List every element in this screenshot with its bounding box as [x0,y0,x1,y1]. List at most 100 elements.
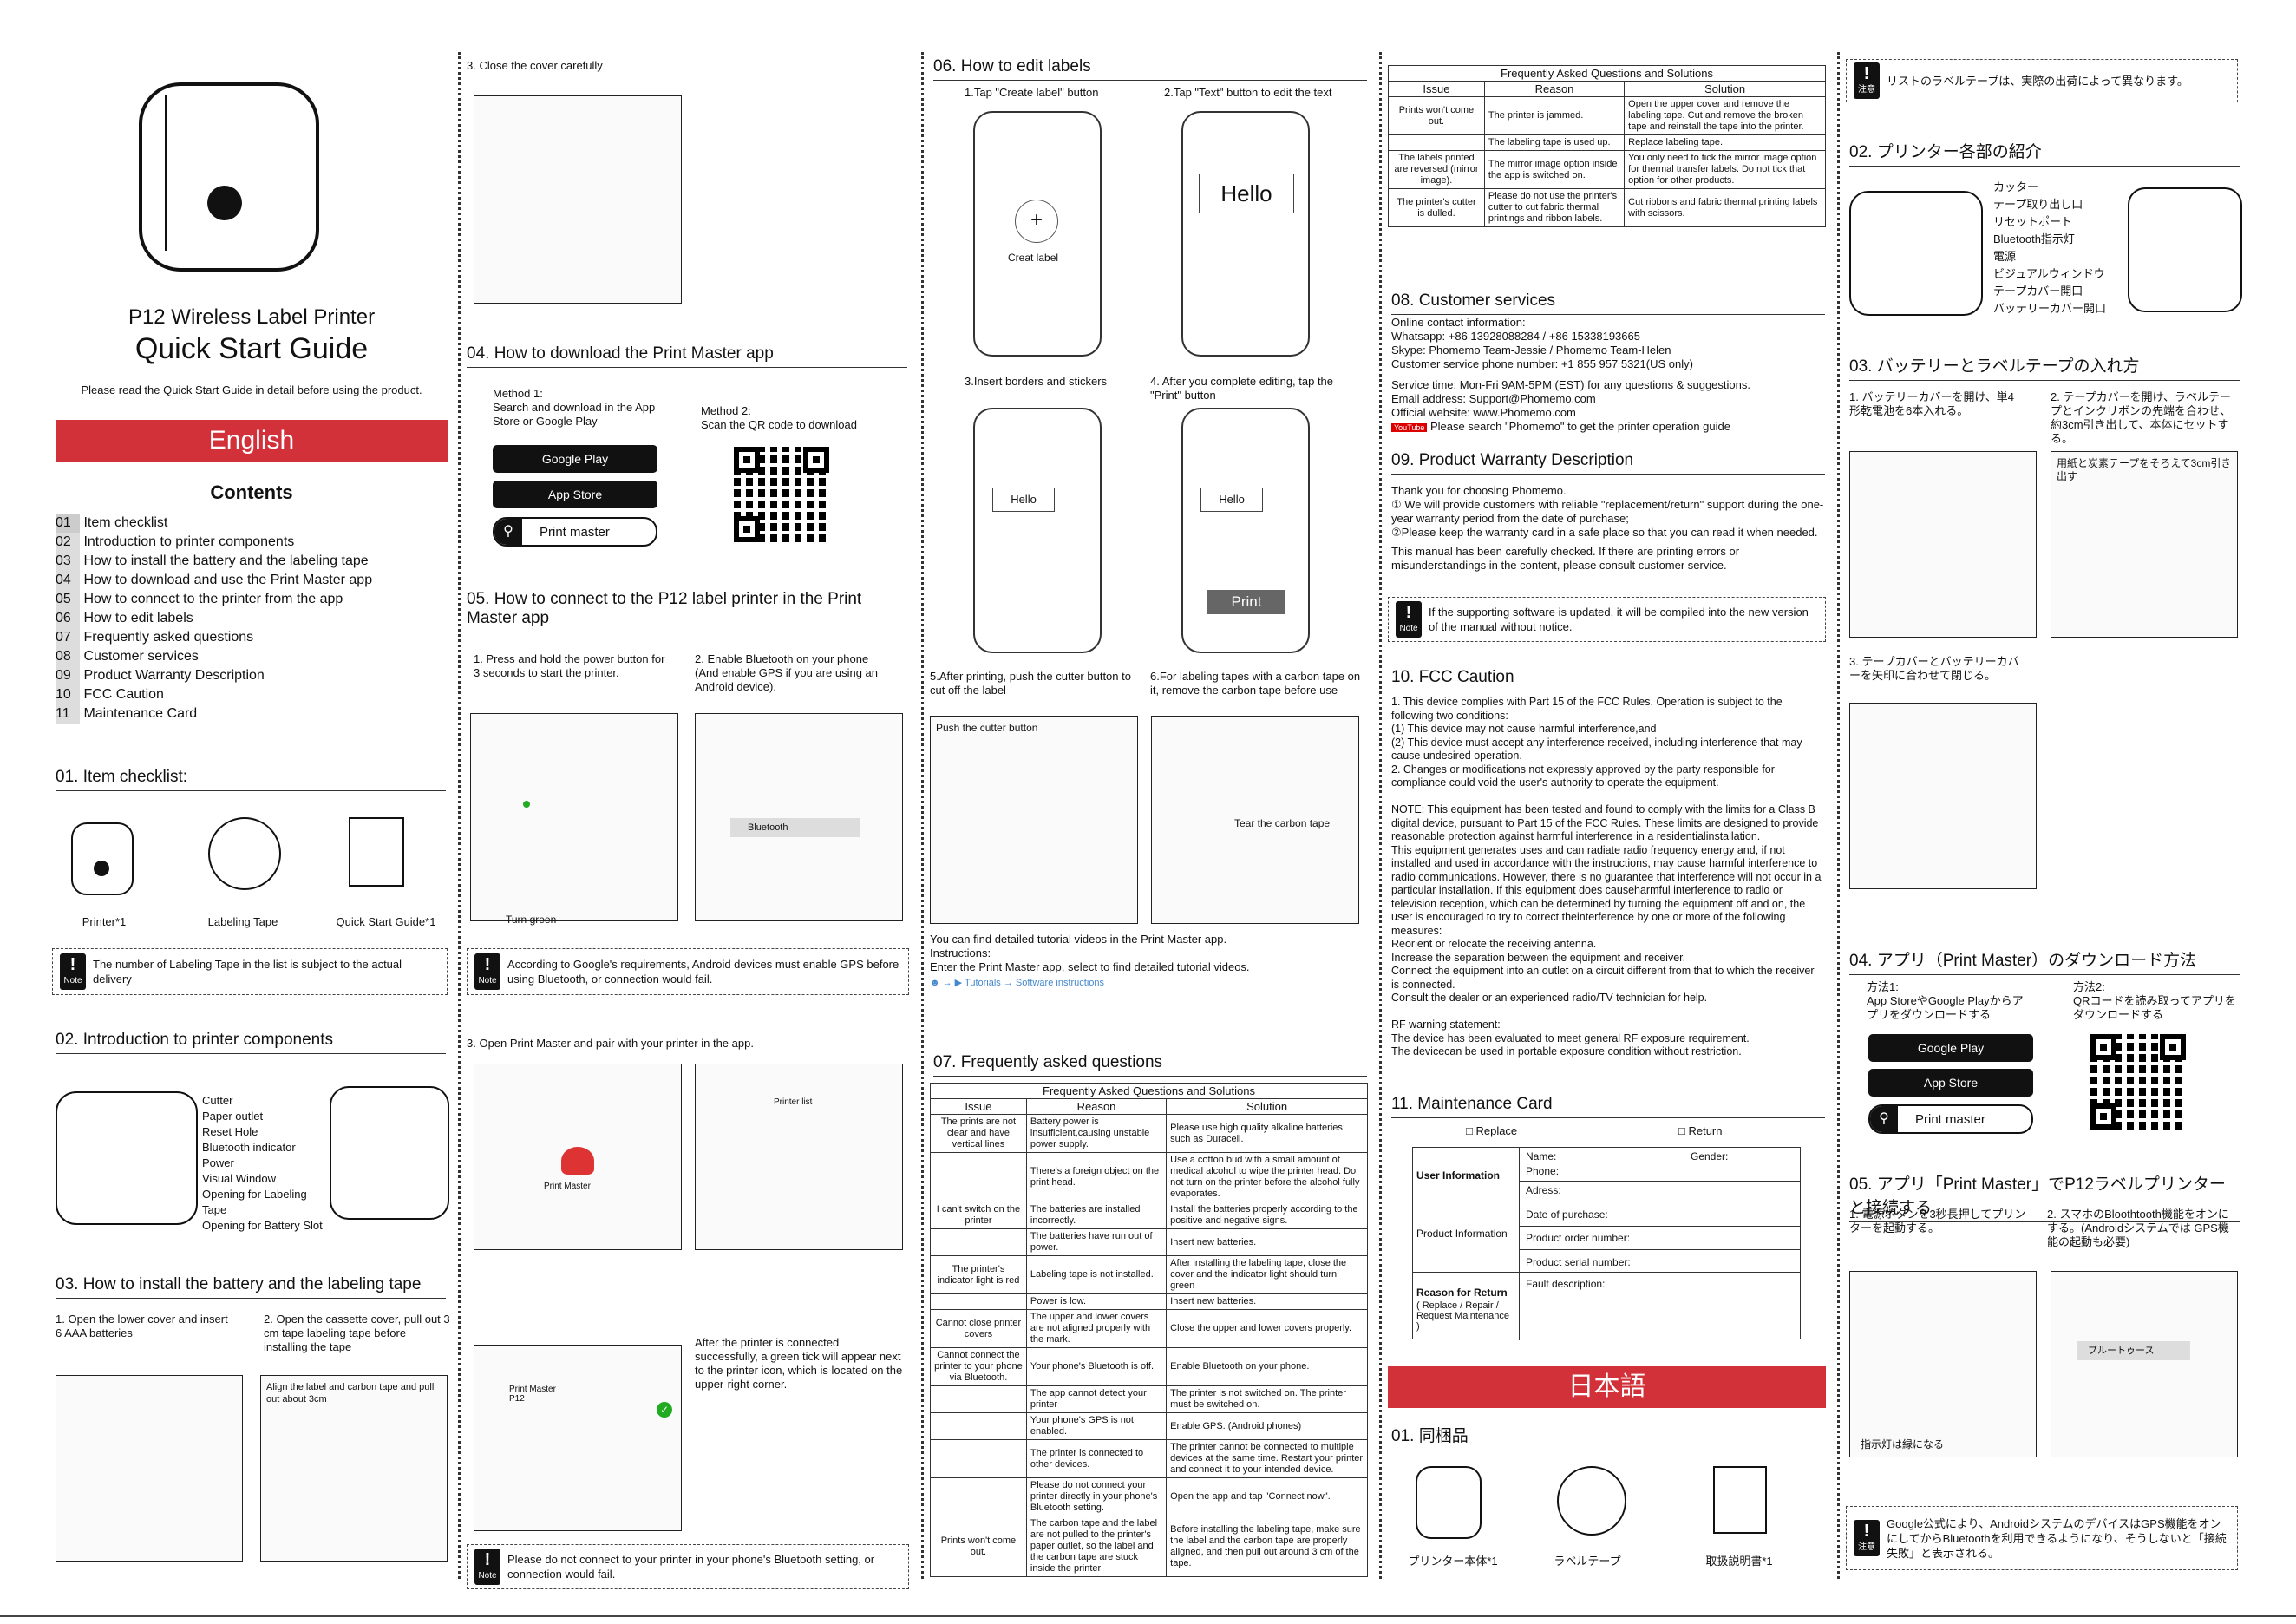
cs-line: Email address: Support@Phomemo.com [1391,392,1596,405]
section-heading: 06. How to edit labels [933,57,1367,81]
method-2: Method 2: Scan the QR code to download [701,404,857,431]
step-text: 6.For labeling tapes with a carbon tape … [1150,670,1361,697]
toc-item: 08 Customer services [56,647,446,666]
note-text: Google公式により、AndroidシステムのデバイスはGPS機能をオンにして… [1887,1516,2227,1560]
table-row: The printer is connected to other device… [930,1439,1368,1478]
section-heading: 03. How to install the battery and the l… [56,1275,446,1299]
method-2: 方法2: QRコードを読み取ってアプリをダウンロードする [2073,980,2236,1021]
item-label: ラベルテープ [1554,1555,1621,1568]
item-label: Labeling Tape [207,915,278,928]
green-text: 指示灯は緑になる [1861,1438,1945,1450]
component-label: ビジュアルウィンドウ [1993,267,2105,280]
step-text: 1. Open the lower cover and insert 6 AAA… [56,1313,228,1339]
printer-illustration [139,82,319,272]
hello-label: Hello [1199,174,1294,213]
printer-open-illustration [56,1091,198,1225]
google-play-button[interactable]: Google Play [493,445,657,473]
tape-thumb [1557,1466,1626,1536]
item-label: Printer*1 [82,915,127,928]
section-heading: 02. Introduction to printer components [56,1031,446,1054]
component-label: Opening for Battery Slot [202,1219,323,1232]
note-box: !注意 リストのラベルテープは、実際の出荷によって異なります。 [1846,59,2238,102]
close-cover-illustration [1849,703,2037,889]
toc-item: 02 Introduction to printer components [56,533,446,552]
google-play-button[interactable]: Google Play [1868,1034,2033,1062]
toc-item: 03 How to install the battery and the la… [56,552,446,571]
component-label: Paper outlet [202,1110,264,1123]
component-label: Visual Window [202,1172,277,1185]
power-button-illustration: Turn green [470,713,678,926]
close-cover-illustration [474,95,682,304]
printer-list-title: Printer list [774,1097,813,1107]
app-store-button[interactable]: App Store [493,481,657,508]
youtube-row: YouTube Please search "Phomemo" to get t… [1391,420,1730,435]
toc-item: 05 How to connect to the printer from th… [56,590,446,609]
step-text: 4. After you complete editing, tap the "… [1150,375,1334,402]
bluetooth-row: Bluetooth [730,818,860,837]
note-text: リストのラベルテープは、実際の出荷によって異なります。 [1887,74,2188,88]
component-label: 電源 [1993,250,2017,263]
column-3: 06. How to edit labels 1.Tap "Create lab… [930,35,1372,1596]
hello-label: Hello [1200,488,1263,512]
component-label: Bluetooth指示灯 [1993,232,2075,246]
table-row: There's a foreign object on the print he… [930,1152,1368,1202]
print-master-search[interactable]: ⚲ Print master [1868,1104,2033,1134]
component-label: Cutter [202,1094,233,1107]
table-row: Prints won't come out.The printer is jam… [1388,96,1826,135]
warranty-text: Thank you for choosing Phomemo.① We will… [1391,484,1824,572]
column-2: 3. Close the cover carefully 04. How to … [467,35,913,1596]
guide-title: Quick Start Guide [134,332,369,365]
printer-list-screen: Printer list [695,1064,903,1250]
component-label: テープカバー開口 [1993,285,2083,298]
print-button[interactable]: Print [1207,590,1285,614]
item-label: 取扱説明書*1 [1705,1555,1773,1568]
cs-line: Service time: Mon-Fri 9AM-5PM (EST) for … [1391,378,1750,391]
section-heading: 05. アプリ「Print Master」でP12ラベルプリンターと接続する [1849,1171,2240,1222]
guide-thumb [349,817,404,887]
product-title: P12 Wireless Label Printer [128,305,376,329]
method-1: 方法1: App StoreやGoogle Playからアプリをダウンロードする [1867,980,2024,1021]
section-heading: 07. Frequently asked questions [933,1053,1367,1077]
phone-borders: Hello [973,408,1102,653]
warning-icon: !Note [474,953,500,990]
power-button-illustration: 指示灯は緑になる [1849,1271,2037,1457]
printer-open-illustration [1849,191,1983,316]
tutorial-path: ☻ → ▶ Tutorials → Software instructions [930,978,1105,988]
tear-text: Tear the carbon tape [1234,817,1331,829]
mushroom-logo-icon [561,1147,594,1175]
table-row: Please do not connect your printer direc… [930,1477,1368,1516]
step-text: 3. テープカバーとバッテリーカバーを矢印に合わせて閉じる。 [1849,655,2019,682]
component-label: リセットポート [1993,215,2073,228]
align-text: 用紙と炭素テープをそろえて3cm引き出す [2057,457,2232,482]
section-heading: 08. Customer services [1391,291,1825,315]
table-row: The printer's cutter is dulled.Please do… [1388,188,1826,227]
toc-item: 10 FCC Caution [56,685,446,704]
connected-screen: Print Master P12 ✓ [474,1345,682,1531]
table-row: The prints are not clear and have vertic… [930,1114,1368,1153]
green-light [523,801,530,808]
section-heading: 11. Maintenance Card [1391,1095,1825,1118]
column-1: P12 Wireless Label Printer Quick Start G… [52,35,451,1596]
section-heading: 10. FCC Caution [1391,668,1825,691]
step-text: 2. Open the cassette cover, pull out 3 c… [264,1313,450,1353]
tape-thumb [208,817,281,890]
table-row: The batteries have run out of power.Inse… [930,1228,1368,1256]
section-heading: 02. プリンター各部の紹介 [1849,139,2240,167]
replace-checkbox[interactable]: □ Replace [1466,1124,1518,1137]
note-box: !Note According to Google's requirements… [467,948,909,995]
tutorial-text: You can find detailed tutorial videos in… [930,933,1250,973]
step-text: 1. Press and hold the power button for 3… [474,652,665,679]
return-checkbox[interactable]: □ Return [1678,1124,1723,1137]
warning-icon: !Note [474,1549,500,1585]
section-heading: 05. How to connect to the P12 label prin… [467,590,907,632]
component-label: Opening for Labeling Tape [202,1188,307,1216]
faq-table-1: Frequently Asked Questions and Solutions… [930,1083,1368,1577]
printer-side-illustration [2128,187,2242,312]
app-store-button[interactable]: App Store [1868,1069,2033,1097]
print-master-search[interactable]: ⚲ Print master [493,517,657,547]
